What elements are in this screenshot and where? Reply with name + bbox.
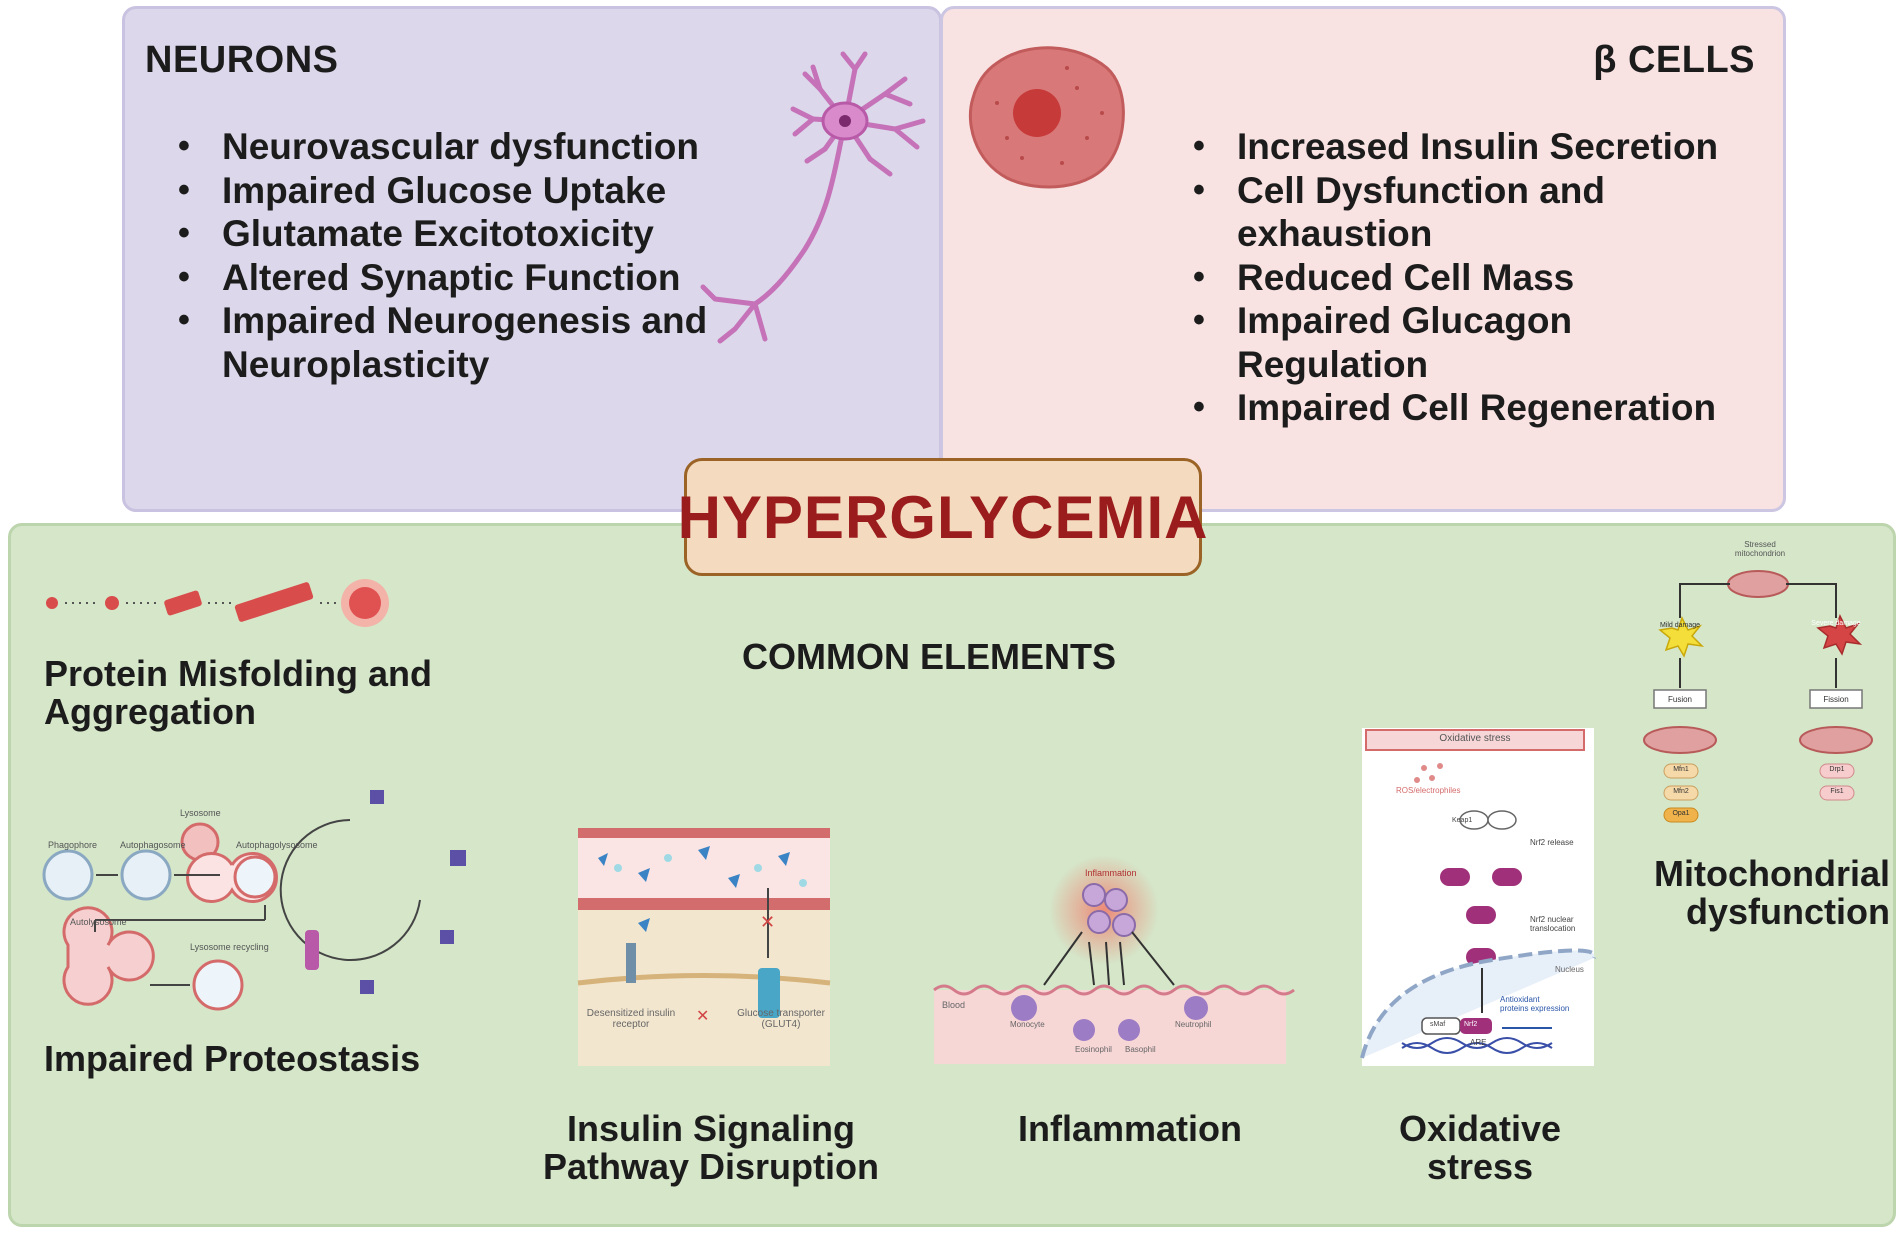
mild-damage-label: Mild damage (1659, 622, 1701, 629)
hyperglycemia-title: HYPERGLYCEMIA (677, 483, 1209, 551)
list-item: Impaired Neurogenesis and Neuroplasticit… (178, 299, 718, 386)
cell-label-monocyte: Monocyte (1010, 1020, 1045, 1029)
protein-misfolding-label: Protein Misfolding and Aggregation (44, 653, 432, 732)
stressed-mito-label: Stressed mitochondrion (1734, 540, 1786, 558)
beta-cells-list: Increased Insulin Secretion Cell Dysfunc… (1193, 125, 1773, 430)
transporter-label: Glucose transporter (GLUT4) (737, 1008, 825, 1030)
svg-text:Autophagolysosome: Autophagolysosome (236, 840, 318, 850)
inflammation-diagram (933, 855, 1295, 1064)
nucleus-label: Nucleus (1555, 965, 1584, 974)
antioxidant-label: Antioxidant proteins expression (1500, 995, 1570, 1013)
list-item: Cell Dysfunction and exhaustion (1193, 169, 1773, 256)
common-elements-title: COMMON ELEMENTS (742, 636, 1116, 677)
list-item: Reduced Cell Mass (1193, 256, 1773, 300)
vessel-label: Blood (942, 1000, 966, 1010)
opa1-label: Opa1 (1672, 810, 1690, 817)
beta-cell-icon (968, 46, 1125, 189)
svg-text:✕: ✕ (760, 912, 775, 932)
fis1-label: Fis1 (1830, 788, 1844, 795)
oxidative-panel-header: Oxidative stress (1439, 733, 1511, 744)
inflammation-label: Inflammation (1017, 1108, 1242, 1149)
list-item: Neurovascular dysfunction (178, 125, 718, 169)
nrf2-label: Nrf2 (1464, 1021, 1478, 1028)
proteostasis-diagram: Phagophore Autophagosome LysosomeAutophag… (42, 790, 466, 1011)
neuron-icon (700, 51, 926, 344)
svg-text:Phagophore: Phagophore (48, 840, 97, 850)
cell-label-basophil: Basophil (1125, 1045, 1156, 1054)
oxidative-stress-label: Oxidative stress (1398, 1108, 1562, 1187)
list-item: Impaired Cell Regeneration (1193, 386, 1773, 430)
list-item: Increased Insulin Secretion (1193, 125, 1773, 169)
inflammation-panel-header: Inflammation (1085, 868, 1137, 878)
fusion-label: Fusion (1667, 695, 1692, 704)
mitochondrial-label: Mitochondrial dysfunction (1654, 853, 1890, 932)
protein-aggregation-icon (46, 579, 389, 627)
fission-label: Fission (1823, 695, 1849, 704)
svg-text:Lysosome: Lysosome (180, 808, 221, 818)
keap-label: Keap1 (1452, 817, 1473, 824)
nrf2-release-label: Nrf2 release (1530, 838, 1574, 847)
beta-cells-panel: β CELLS Increased Insulin Secretion Cell… (940, 6, 1786, 512)
list-item: Impaired Glucagon Regulation (1193, 299, 1773, 386)
drp1-label: Drp1 (1829, 766, 1845, 773)
receptor-label: Desensitized insulin receptor (586, 1008, 676, 1030)
maf-label: sMaf (1430, 1021, 1446, 1028)
insulin-signaling-diagram: ✕ ✕ (577, 828, 831, 1066)
svg-text:Autolysosome: Autolysosome (70, 917, 127, 927)
cell-label-eosinophil: Eosinophil (1075, 1045, 1112, 1054)
oxidative-stress-diagram (1360, 728, 1597, 1066)
neurons-list: Neurovascular dysfunction Impaired Gluco… (178, 125, 718, 386)
svg-text:Lysosome recycling: Lysosome recycling (190, 942, 269, 952)
mfn1-label: Mfn1 (1673, 766, 1689, 773)
beta-cells-title: β CELLS (1593, 39, 1755, 81)
svg-text:Autophagosome: Autophagosome (120, 840, 186, 850)
ros-label: ROS/electrophiles (1396, 786, 1461, 795)
severe-damage-label: Severe damage (1811, 620, 1861, 627)
list-item: Impaired Glucose Uptake (178, 169, 718, 213)
are-label: ARE (1470, 1038, 1487, 1047)
neurons-panel: NEURONS Neurovascular dysfunction Impair… (122, 6, 942, 512)
mfn2-label: Mfn2 (1673, 788, 1689, 795)
list-item: Glutamate Excitotoxicity (178, 212, 718, 256)
proteostasis-label: Impaired Proteostasis (44, 1038, 421, 1079)
neurons-title: NEURONS (145, 39, 339, 81)
nrf2-nuclear-label: Nrf2 nuclear translocation (1530, 915, 1576, 933)
list-item: Altered Synaptic Function (178, 256, 718, 300)
cell-label-neutrophil: Neutrophil (1175, 1020, 1212, 1029)
hyperglycemia-box: HYPERGLYCEMIA (678, 458, 1207, 576)
svg-text:✕: ✕ (696, 1008, 709, 1025)
insulin-signaling-label: Insulin Signaling Pathway Disruption (542, 1108, 880, 1187)
mitochondria-diagram (1643, 570, 1873, 823)
